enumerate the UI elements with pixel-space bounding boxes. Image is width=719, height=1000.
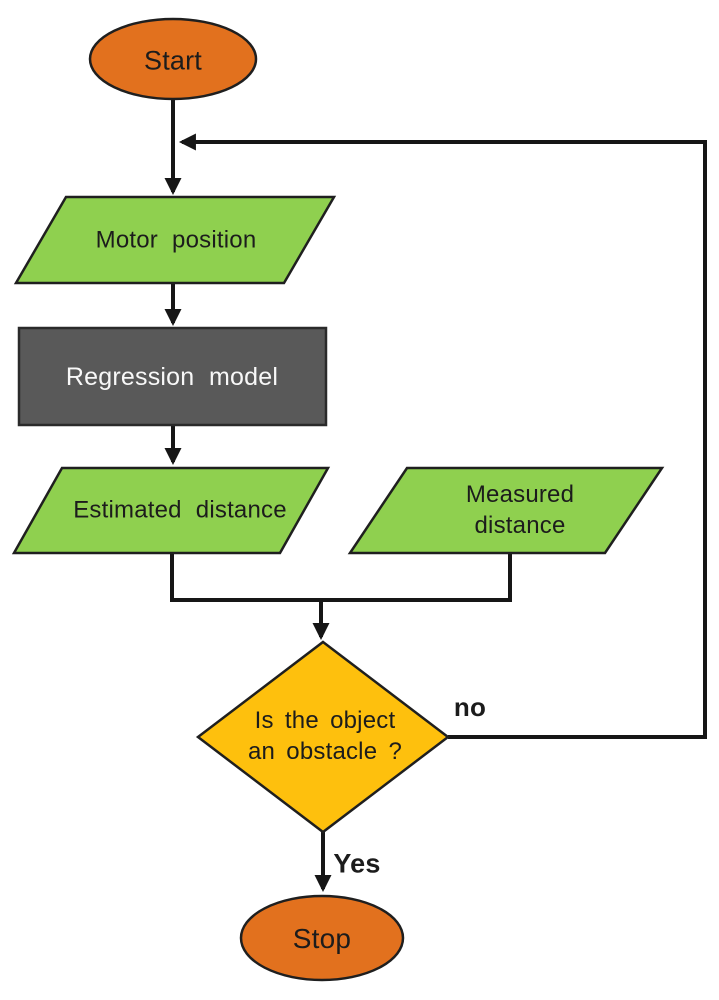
decision-label: Is the object an obstacle ? (247, 706, 403, 765)
edge-no-feedback-loop (178, 133, 707, 739)
stop-label: Stop (292, 922, 352, 954)
yes-edge-label: Yes (333, 848, 381, 879)
start-label: Start (143, 45, 203, 76)
estimated-distance-label: Estimated distance (73, 496, 287, 524)
estimated-distance-node (11, 466, 331, 555)
no-edge-label: no (453, 692, 487, 723)
decision-node (195, 640, 451, 834)
regression-model-label: Regression model (65, 362, 279, 391)
motor-position-node (13, 195, 337, 285)
measured-distance-label: Measured distance (465, 480, 575, 539)
stop-node (239, 894, 405, 982)
motor-position-label: Motor position (95, 226, 257, 254)
edge-merge-distances (170, 553, 512, 602)
start-node (88, 17, 258, 101)
measured-distance-node (347, 466, 665, 555)
regression-model-node (17, 326, 328, 427)
